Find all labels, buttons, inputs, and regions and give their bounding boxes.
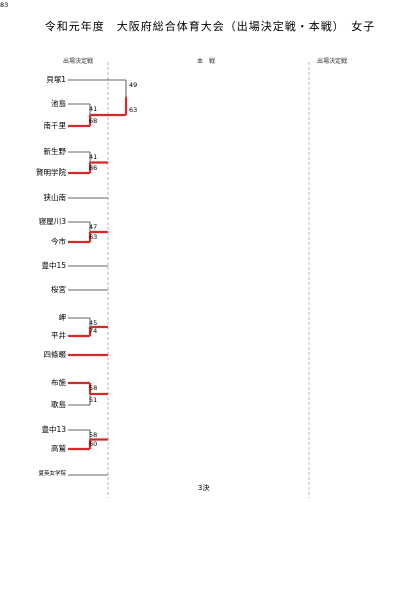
score-label: 74 — [89, 327, 98, 335]
team-name: 四條畷 — [43, 350, 67, 359]
score-label: 49 — [129, 81, 138, 89]
team-name: 池島 — [51, 99, 66, 108]
score-label: 86 — [89, 164, 98, 172]
team-name: 豊中13 — [41, 425, 66, 434]
team-name: 夏英女学院 — [38, 471, 66, 477]
score-label: 63 — [129, 106, 138, 114]
team-name: 歌島 — [51, 400, 66, 409]
team-name: 高鷲 — [51, 444, 66, 453]
team-name: 賢明学院 — [36, 168, 66, 177]
score-label: 58 — [89, 431, 98, 439]
third-place-label: 3決 — [198, 484, 210, 492]
score-label: 58 — [89, 384, 98, 392]
score-label: 63 — [89, 233, 98, 241]
header-left-qualifier: 出場決定戦 — [63, 58, 94, 65]
team-name: 貝塚1 — [46, 75, 66, 84]
score-label: 47 — [89, 223, 98, 231]
score-label: 83 — [0, 1, 9, 9]
score-label: 45 — [89, 319, 98, 327]
score-label: 60 — [89, 440, 98, 448]
team-name: 岬 — [58, 313, 67, 322]
score-label: 51 — [89, 396, 98, 404]
score-label: 68 — [89, 117, 98, 125]
team-name: 寝屋川3 — [38, 217, 66, 226]
page-title: 令和元年度 大阪府総合体育大会（出場決定戦・本戦） 女子 — [44, 20, 376, 33]
team-name: 豊中15 — [41, 261, 66, 270]
header-right-qualifier: 出場決定戦 — [317, 58, 348, 65]
team-name: 桜宮 — [51, 285, 66, 294]
score-label: 41 — [89, 153, 98, 161]
team-name: 平井 — [51, 331, 66, 340]
team-name: 新生野 — [43, 147, 67, 156]
team-name: 布施 — [51, 378, 66, 387]
team-name: 今市 — [51, 237, 66, 246]
team-name: 狭山南 — [43, 193, 67, 202]
header-main: 本 戦 — [197, 58, 216, 65]
score-label: 41 — [89, 105, 98, 113]
team-name: 南千里 — [43, 121, 67, 130]
